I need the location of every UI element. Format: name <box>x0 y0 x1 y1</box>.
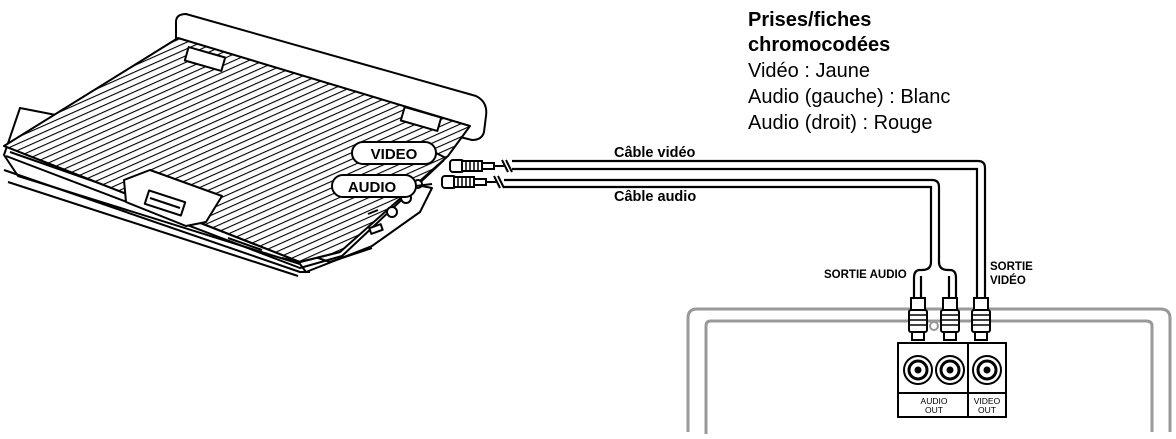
video-jack-label: VIDEO <box>371 146 418 163</box>
audio-out-label-line1: AUDIO <box>921 396 948 406</box>
video-out-jack <box>972 355 1002 385</box>
video-out-label-line1: VIDEO <box>974 396 1001 406</box>
video-cable <box>512 159 987 310</box>
video-out-label-line2: OUT <box>978 405 996 415</box>
audio-right-plug-source-end <box>940 297 960 341</box>
audio-jack-label: AUDIO <box>348 179 397 196</box>
portable-player-illustration <box>3 13 488 277</box>
video-out-callout-line2: VIDÉO <box>990 274 1026 287</box>
audio-jack-callout: AUDIO <box>331 174 433 198</box>
audio-plug-player-end <box>441 175 505 189</box>
panel-screw <box>929 321 939 331</box>
audio-out-left-jack <box>903 355 933 385</box>
video-plug-source-end <box>971 297 991 341</box>
legend-line-audio-left: Audio (gauche) : Blanc <box>748 86 951 108</box>
audio-left-plug-source-end <box>908 297 928 341</box>
audio-cable <box>504 178 958 298</box>
audio-cable-label: Câble audio <box>614 189 696 205</box>
source-device-outline <box>686 307 1172 434</box>
audio-out-label-line2: OUT <box>925 405 943 415</box>
video-cable-label: Câble vidéo <box>614 145 696 161</box>
video-plug-player-end <box>449 159 513 173</box>
audio-out-right-jack <box>935 355 965 385</box>
video-out-callout-line1: SORTIE <box>990 261 1033 273</box>
legend-line-video: Vidéo : Jaune <box>748 60 870 82</box>
color-code-legend: Prises/fiches chromocodées Vidéo : Jaune… <box>748 8 1168 136</box>
legend-title-line2: chromocodées <box>748 34 891 56</box>
audio-out-callout: SORTIE AUDIO <box>824 269 907 281</box>
legend-line-audio-right: Audio (droit) : Rouge <box>748 112 933 134</box>
legend-title-line1: Prises/fiches <box>748 9 872 31</box>
video-jack-callout: VIDEO <box>351 141 447 165</box>
